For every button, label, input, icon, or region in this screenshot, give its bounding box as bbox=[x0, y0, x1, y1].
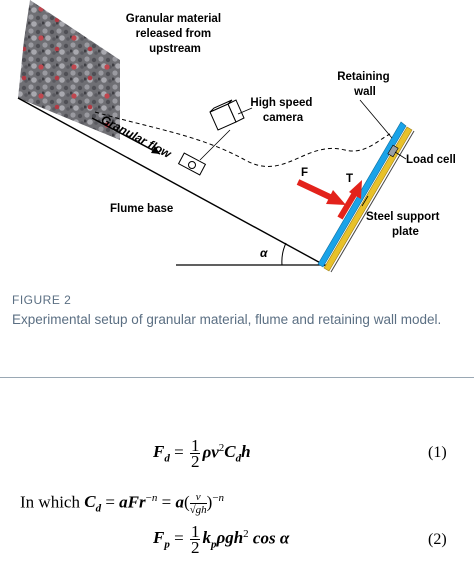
label-angle-alpha: α bbox=[260, 246, 268, 260]
label-load-cell: Load cell bbox=[406, 154, 456, 166]
equation-definition: In which Cd = aFr−n = a(v√gh)−n bbox=[20, 491, 225, 516]
in-which-text: In which bbox=[20, 492, 80, 512]
figure-caption: Experimental setup of granular material,… bbox=[12, 312, 442, 327]
camera-pointer bbox=[237, 107, 253, 115]
flow-path-dashed bbox=[94, 111, 391, 167]
figure-panel: Granular material released from upstream… bbox=[0, 0, 474, 378]
label-force-f: F bbox=[301, 167, 308, 179]
label-force-t: T bbox=[346, 173, 353, 185]
label-flume-base: Flume base bbox=[110, 203, 173, 215]
flume-base-line bbox=[17, 97, 327, 267]
flume-camera-pointer bbox=[199, 129, 231, 161]
high-speed-camera-icon bbox=[209, 99, 245, 131]
figure-label: FIGURE 2 bbox=[12, 293, 72, 307]
support-frame-line bbox=[330, 130, 415, 273]
angle-arc bbox=[281, 242, 287, 266]
force-t-arrow bbox=[337, 191, 358, 220]
equation-2-number: (2) bbox=[428, 531, 447, 548]
figure-divider bbox=[0, 377, 474, 378]
retaining-wall bbox=[317, 121, 407, 268]
steel-support-plate bbox=[323, 126, 413, 272]
label-high-speed-camera: High speed camera bbox=[250, 97, 315, 124]
granular-material-pile bbox=[18, 0, 120, 140]
experimental-setup-diagram: Granular material released from upstream… bbox=[17, 0, 456, 273]
granular-flow-arrow bbox=[91, 117, 161, 155]
steel-plate-pointer bbox=[361, 195, 369, 207]
retaining-wall-pointer bbox=[359, 99, 393, 139]
label-retaining-wall: Retaining wall bbox=[337, 71, 393, 98]
load-cell-pointer bbox=[394, 151, 407, 160]
label-granular-flow: Granular flow bbox=[99, 112, 174, 161]
label-steel-support-plate: Steel support plate bbox=[366, 211, 443, 238]
force-f-arrow bbox=[296, 179, 334, 201]
label-granular-material: Granular material released from upstream bbox=[126, 13, 224, 55]
flume-camera-icon bbox=[177, 152, 207, 176]
equation-1-number: (1) bbox=[428, 444, 447, 461]
